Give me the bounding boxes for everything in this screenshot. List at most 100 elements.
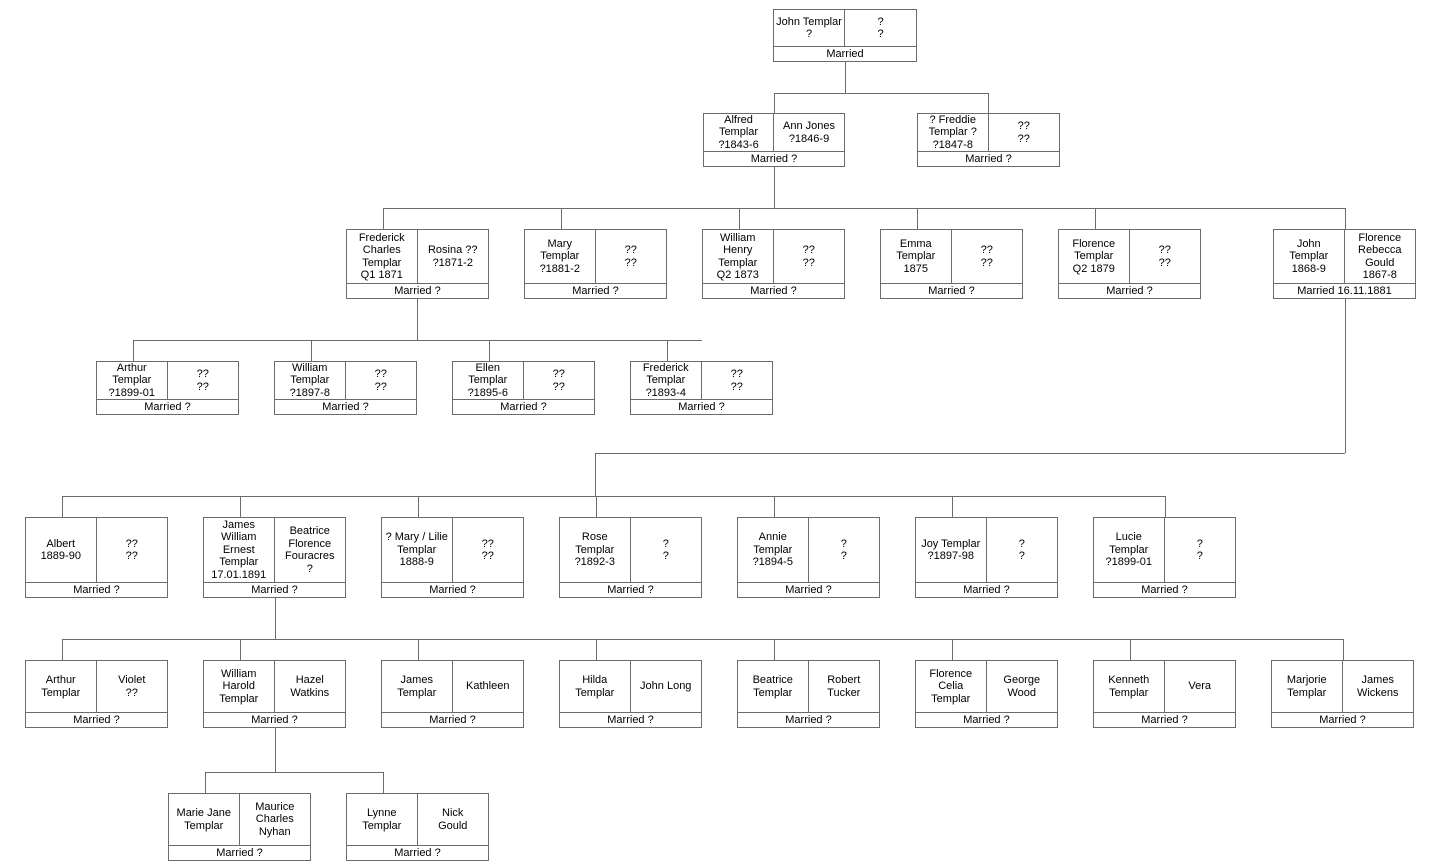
person-cell-right[interactable]: Ann Jones?1846-9 [774,114,844,151]
person-cell-left[interactable]: ? Freddie Templar ??1847-8 [918,114,989,151]
person-cell-left[interactable]: Marie Jane Templar [169,794,240,845]
person-cell-left[interactable]: Ellen Templar?1895-6 [453,362,524,399]
couple-box-g4-william-templar[interactable]: William Templar?1897-8????Married ? [274,361,417,415]
couple-box-g4-arthur-templar[interactable]: Arthur Templar?1899-01????Married ? [96,361,239,415]
person-cell-right[interactable]: George Wood [987,661,1058,712]
person-dates: ?1846-9 [788,132,830,145]
person-cell-left[interactable]: Mary Templar?1881-2 [525,230,596,283]
couple-box-g5-annie-templar[interactable]: Annie Templar?1894-5??Married ? [737,517,880,598]
person-cell-left[interactable]: Frederick Templar?1893-4 [631,362,702,399]
person-cell-right[interactable]: Rosina ???1871-2 [418,230,489,283]
person-cell-left[interactable]: Arthur Templar?1899-01 [97,362,168,399]
person-cell-left[interactable]: William Templar?1897-8 [275,362,346,399]
person-cell-right[interactable]: ???? [524,362,595,399]
partners-row: Beatrice Templar Robert Tucker [738,661,879,712]
person-cell-left[interactable]: Arthur Templar [26,661,97,712]
couple-box-g3-mary-templar[interactable]: Mary Templar?1881-2????Married ? [524,229,667,299]
person-cell-left[interactable]: Hilda Templar [560,661,631,712]
person-cell-right[interactable]: John Long [631,661,702,712]
person-cell-right[interactable]: Nick Gould [418,794,489,845]
person-cell-right[interactable]: Violet?? [97,661,168,712]
person-name: Ann Jones [783,120,835,132]
couple-box-g5-rose-templar[interactable]: Rose Templar?1892-3??Married ? [559,517,702,598]
person-cell-right[interactable]: Robert Tucker [809,661,880,712]
person-dates: 1867-8 [1362,269,1397,281]
couple-box-g2-freddie-templar[interactable]: ? Freddie Templar ??1847-8????Married ? [917,113,1060,167]
person-cell-right[interactable]: ?? [809,518,880,582]
person-cell-right[interactable]: ???? [989,114,1060,151]
person-cell-right[interactable]: ?? [1165,518,1236,582]
person-cell-right[interactable]: ?? [631,518,702,582]
couple-box-g4-ellen-templar[interactable]: Ellen Templar?1895-6????Married ? [452,361,595,415]
person-cell-right[interactable]: ???? [97,518,168,582]
person-cell-right[interactable]: ???? [168,362,239,399]
person-cell-left[interactable]: William Harold Templar [204,661,275,712]
person-cell-right[interactable]: ?? [987,518,1058,582]
person-cell-right[interactable]: Hazel Watkins [275,661,346,712]
couple-box-g4-frederick-templar[interactable]: Frederick Templar?1893-4????Married ? [630,361,773,415]
person-cell-right[interactable]: ???? [453,518,524,582]
couple-box-g5-lucie-templar[interactable]: Lucie Templar?1899-01??Married ? [1093,517,1236,598]
couple-box-g5-joy-templar[interactable]: Joy Templar?1897-98??Married ? [915,517,1058,598]
person-cell-right[interactable]: Beatrice Florence Fouracres? [275,518,346,582]
person-cell-left[interactable]: Rose Templar?1892-3 [560,518,631,582]
person-cell-left[interactable]: Florence Celia Templar [916,661,987,712]
person-cell-left[interactable]: Kenneth Templar [1094,661,1165,712]
couple-box-g1-john-templar[interactable]: John Templar???Married [773,9,917,62]
person-cell-left[interactable]: Lucie Templar?1899-01 [1094,518,1165,582]
person-cell-right[interactable]: James Wickens [1343,661,1414,712]
person-cell-right[interactable]: Vera [1165,661,1236,712]
person-cell-right[interactable]: ?? [845,10,916,46]
person-cell-right[interactable]: Maurice Charles Nyhan [240,794,311,845]
person-cell-left[interactable]: Alfred Templar?1843-6 [704,114,774,151]
person-cell-right[interactable]: ???? [1130,230,1201,283]
person-cell-right[interactable]: ???? [952,230,1023,283]
person-cell-right[interactable]: ???? [346,362,417,399]
person-dates: ?1871-2 [432,256,473,269]
person-cell-right[interactable]: Kathleen [453,661,524,712]
person-cell-right[interactable]: ???? [702,362,773,399]
person-cell-left[interactable]: Marjorie Templar [1272,661,1343,712]
person-cell-left[interactable]: James Templar [382,661,453,712]
person-cell-left[interactable]: Annie Templar?1894-5 [738,518,809,582]
person-cell-left[interactable]: Lynne Templar [347,794,418,845]
person-name: ? [877,15,884,28]
person-cell-right[interactable]: ???? [596,230,667,283]
person-cell-right[interactable]: ???? [774,230,845,283]
person-cell-left[interactable]: Joy Templar?1897-98 [916,518,987,582]
person-name: Robert Tucker [827,674,861,699]
person-cell-left[interactable]: John Templar? [774,10,845,46]
marriage-status: Married ? [560,712,701,727]
person-cell-left[interactable]: Beatrice Templar [738,661,809,712]
